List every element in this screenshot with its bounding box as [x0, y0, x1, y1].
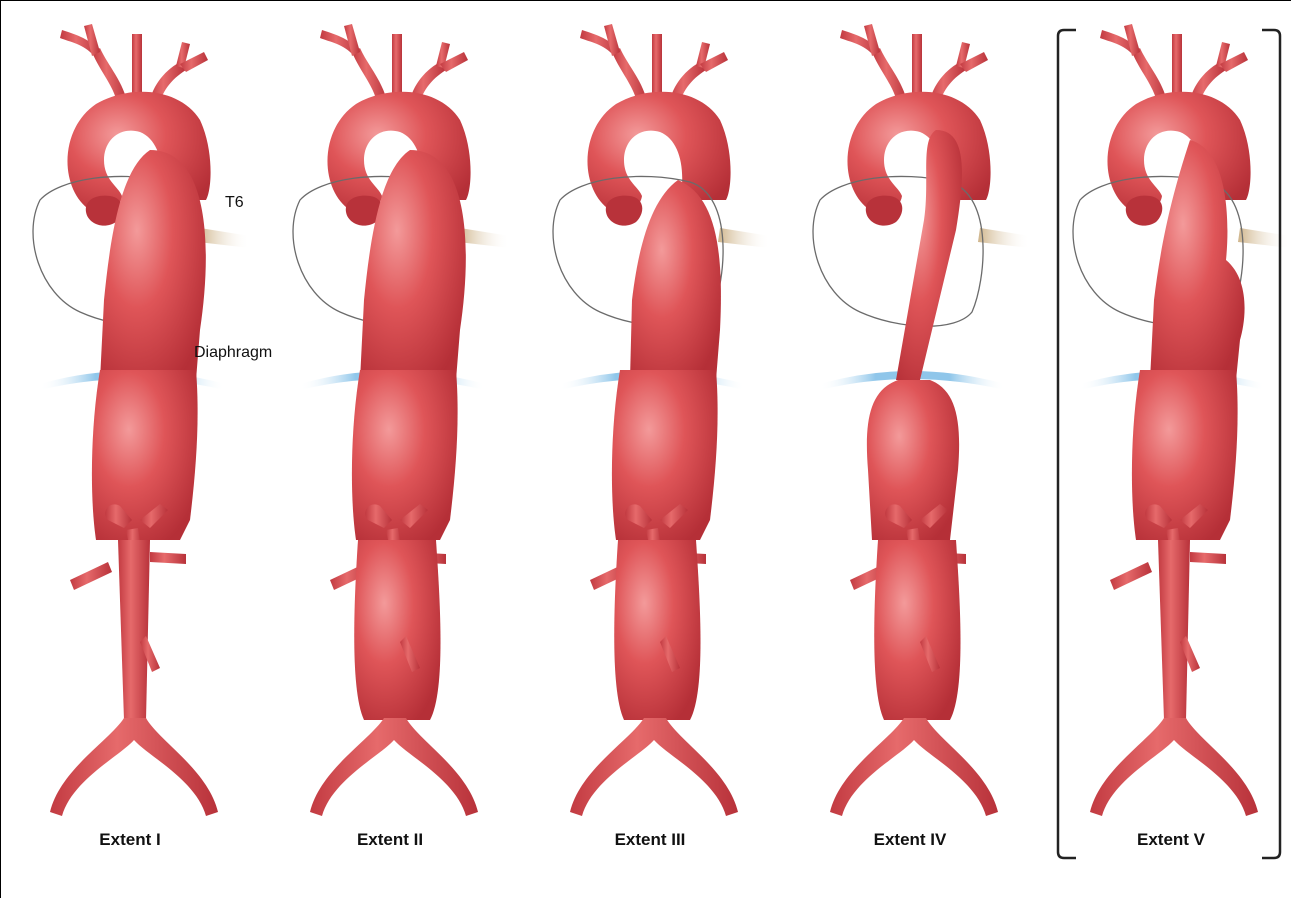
descending-thoracic-aorta	[100, 150, 206, 380]
infrarenal-aneurysm	[874, 540, 960, 720]
panel-extent-1	[33, 24, 250, 816]
panel-extent-2	[293, 24, 510, 816]
iliac-arteries	[1090, 718, 1258, 816]
descending-thoracic-aorta	[360, 150, 466, 380]
descending-thoracic-aorta	[630, 180, 721, 380]
iliac-arteries	[50, 718, 218, 816]
label-t6: T6	[225, 194, 244, 212]
caption-extent-2: Extent II	[260, 830, 520, 850]
iliac-arteries	[570, 718, 738, 816]
t6-vertebra	[198, 228, 250, 248]
t6-vertebra	[1238, 228, 1290, 248]
infrarenal-aorta	[118, 540, 150, 720]
caption-extent-5: Extent V	[1041, 830, 1291, 850]
left-renal-artery	[150, 552, 186, 564]
infrarenal-aneurysm	[354, 540, 440, 720]
t6-vertebra	[458, 228, 510, 248]
aortic-root	[866, 196, 902, 226]
left-renal-artery	[1190, 552, 1226, 564]
panel-extent-3	[553, 24, 770, 816]
t6-vertebra	[718, 228, 770, 248]
iliac-arteries	[830, 718, 998, 816]
caption-extent-1: Extent I	[0, 830, 260, 850]
panel-extent-4	[813, 24, 1030, 816]
iliac-arteries	[310, 718, 478, 816]
aortic-root	[1126, 196, 1162, 226]
caption-extent-4: Extent IV	[780, 830, 1040, 850]
descending-thoracic-aorta	[896, 130, 962, 380]
t6-vertebra	[978, 228, 1030, 248]
label-diaphragm: Diaphragm	[194, 344, 272, 362]
caption-extent-3: Extent III	[520, 830, 780, 850]
right-renal-artery	[1110, 562, 1152, 590]
infrarenal-aorta	[1158, 540, 1190, 720]
panel-extent-5	[1058, 24, 1290, 858]
aortic-root	[606, 196, 642, 226]
right-renal-artery	[70, 562, 112, 590]
abdominal-aneurysm	[867, 380, 959, 540]
infrarenal-aneurysm	[614, 540, 700, 720]
